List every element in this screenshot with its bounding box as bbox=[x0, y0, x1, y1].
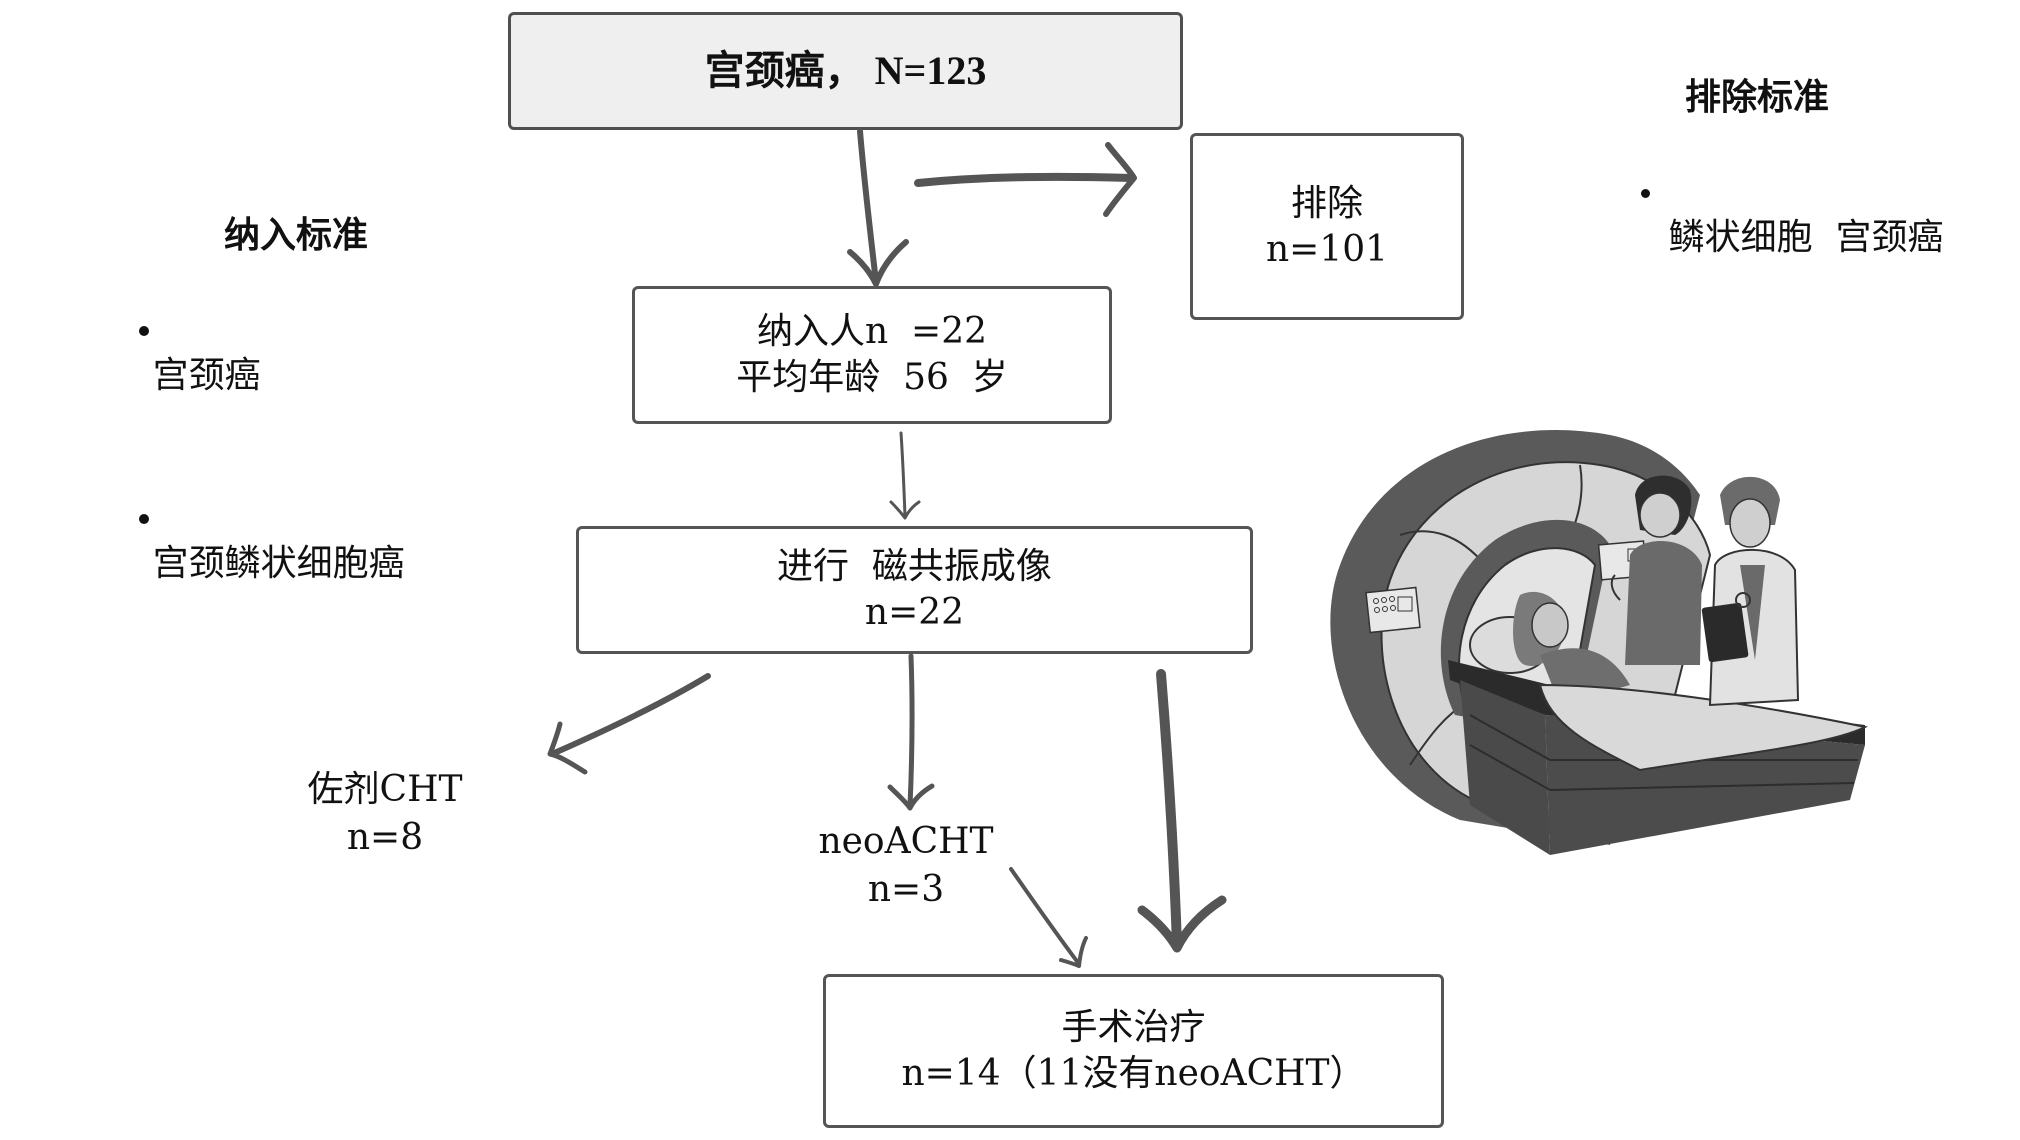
doctor bbox=[1701, 476, 1800, 707]
adjuvant-cht-count: n=8 bbox=[346, 817, 424, 858]
inclusion-criteria: 纳入标准 宫颈癌 宫颈鳞状细胞癌 bbox=[70, 214, 430, 634]
bullet-icon bbox=[138, 326, 149, 336]
neoacht-count: n=3 bbox=[867, 869, 945, 910]
inclusion-criteria-item-text: 宫颈癌 bbox=[152, 355, 261, 396]
arrow-included-to-mri bbox=[889, 431, 921, 520]
mri-scene-illustration bbox=[1330, 430, 1868, 855]
inclusion-criteria-item: 宫颈鳞状细胞癌 bbox=[70, 446, 430, 634]
included-box: 纳入人n =22 平均年龄 56 岁 bbox=[632, 286, 1112, 424]
exclusion-criteria: 排除标准 鳞状细胞 宫颈癌 bbox=[1572, 76, 1972, 308]
patient bbox=[1469, 591, 1868, 772]
arrow-total-to-excluded bbox=[914, 142, 1137, 217]
excluded-box: 排除 n=101 bbox=[1190, 133, 1464, 320]
surgery-box: 手术治疗 n=14（11没有neoACHT） bbox=[823, 974, 1444, 1128]
inclusion-criteria-list: 宫颈癌 宫颈鳞状细胞癌 bbox=[70, 258, 430, 634]
mri-count: n=22 bbox=[864, 592, 965, 633]
bullet-icon bbox=[1640, 188, 1650, 198]
adjuvant-cht-label: 佐剂CHT n=8 bbox=[308, 766, 463, 862]
exclusion-criteria-title: 排除标准 bbox=[1684, 77, 1829, 118]
control-panel-icon bbox=[1365, 586, 1421, 634]
included-count: 纳入人n =22 bbox=[756, 311, 988, 352]
total-cohort-text: 宫颈癌， N=123 bbox=[704, 48, 987, 93]
exclusion-criteria-list: 鳞状细胞 宫颈癌 bbox=[1572, 120, 1972, 308]
inclusion-criteria-item-text: 宫颈鳞状细胞癌 bbox=[152, 543, 405, 584]
excluded-count: n=101 bbox=[1265, 228, 1389, 270]
neoacht-name: neoACHT bbox=[818, 821, 994, 862]
inclusion-criteria-item: 宫颈癌 bbox=[70, 258, 430, 446]
arrow-total-to-included bbox=[847, 128, 909, 287]
arrow-mri-to-adjuvant bbox=[547, 673, 711, 775]
total-cohort-box: 宫颈癌， N=123 bbox=[508, 12, 1183, 130]
bullet-icon bbox=[138, 514, 149, 524]
inclusion-criteria-title: 纳入标准 bbox=[223, 215, 368, 256]
adjuvant-cht-name: 佐剂CHT bbox=[307, 769, 463, 810]
surgery-count: n=14（11没有neoACHT） bbox=[901, 1053, 1366, 1094]
arrow-mri-to-neoacht bbox=[887, 653, 935, 811]
arrow-mri-to-surgery bbox=[1137, 669, 1227, 953]
included-mean-age: 平均年龄 56 岁 bbox=[736, 357, 1008, 398]
mri-box: 进行 磁共振成像 n=22 bbox=[576, 526, 1253, 654]
neoacht-label: neoACHT n=3 bbox=[818, 818, 993, 914]
exclusion-criteria-item-text: 鳞状细胞 宫颈癌 bbox=[1668, 217, 1944, 258]
arrow-neoacht-to-surgery bbox=[1009, 867, 1088, 968]
nurse bbox=[1610, 475, 1702, 665]
exclusion-criteria-item: 鳞状细胞 宫颈癌 bbox=[1572, 120, 1972, 308]
surgery-label: 手术治疗 bbox=[1061, 1007, 1206, 1048]
mri-label: 进行 磁共振成像 bbox=[777, 546, 1052, 587]
excluded-label: 排除 bbox=[1290, 182, 1363, 224]
